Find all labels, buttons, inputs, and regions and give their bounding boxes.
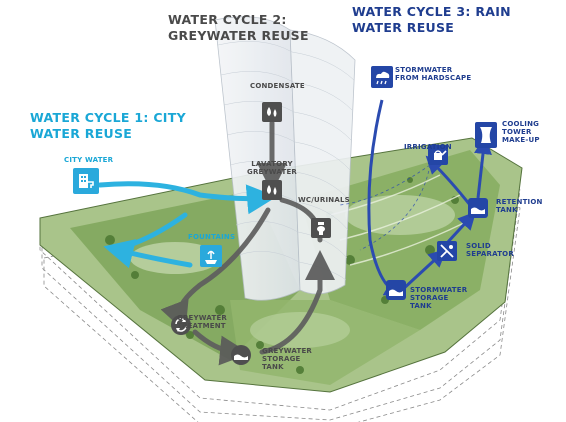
greywater-tank-icon — [231, 345, 251, 365]
cooling-tower-icon — [475, 122, 497, 148]
recycle-arrows-icon — [171, 315, 191, 335]
office-tower — [214, 16, 356, 301]
cycle3-flows — [367, 99, 492, 297]
fountain-icon — [200, 245, 222, 267]
condensate-icon — [262, 102, 282, 122]
watering-can-icon — [428, 145, 448, 165]
irrigation-label: IRRIGATION — [404, 143, 452, 151]
lavatory-greywater-icon — [262, 180, 282, 200]
toilet-icon — [311, 218, 331, 238]
fountains-label: FOUNTAINS — [188, 233, 236, 241]
filter-icon — [437, 241, 457, 261]
city-water-label: CITY WATER — [64, 156, 114, 164]
cycle1-flows — [97, 181, 277, 269]
condensate-label: CONDENSATE — [250, 82, 305, 90]
cycle2-title: WATER CYCLE 2:GREYWATER REUSE — [168, 12, 309, 43]
building-tap-icon — [73, 168, 99, 194]
stormwater-tank-icon — [386, 280, 406, 300]
rain-cloud-icon — [371, 66, 393, 88]
retention-tank-icon — [468, 198, 488, 218]
wc-urinals-label: WC/URINALS — [298, 196, 350, 204]
